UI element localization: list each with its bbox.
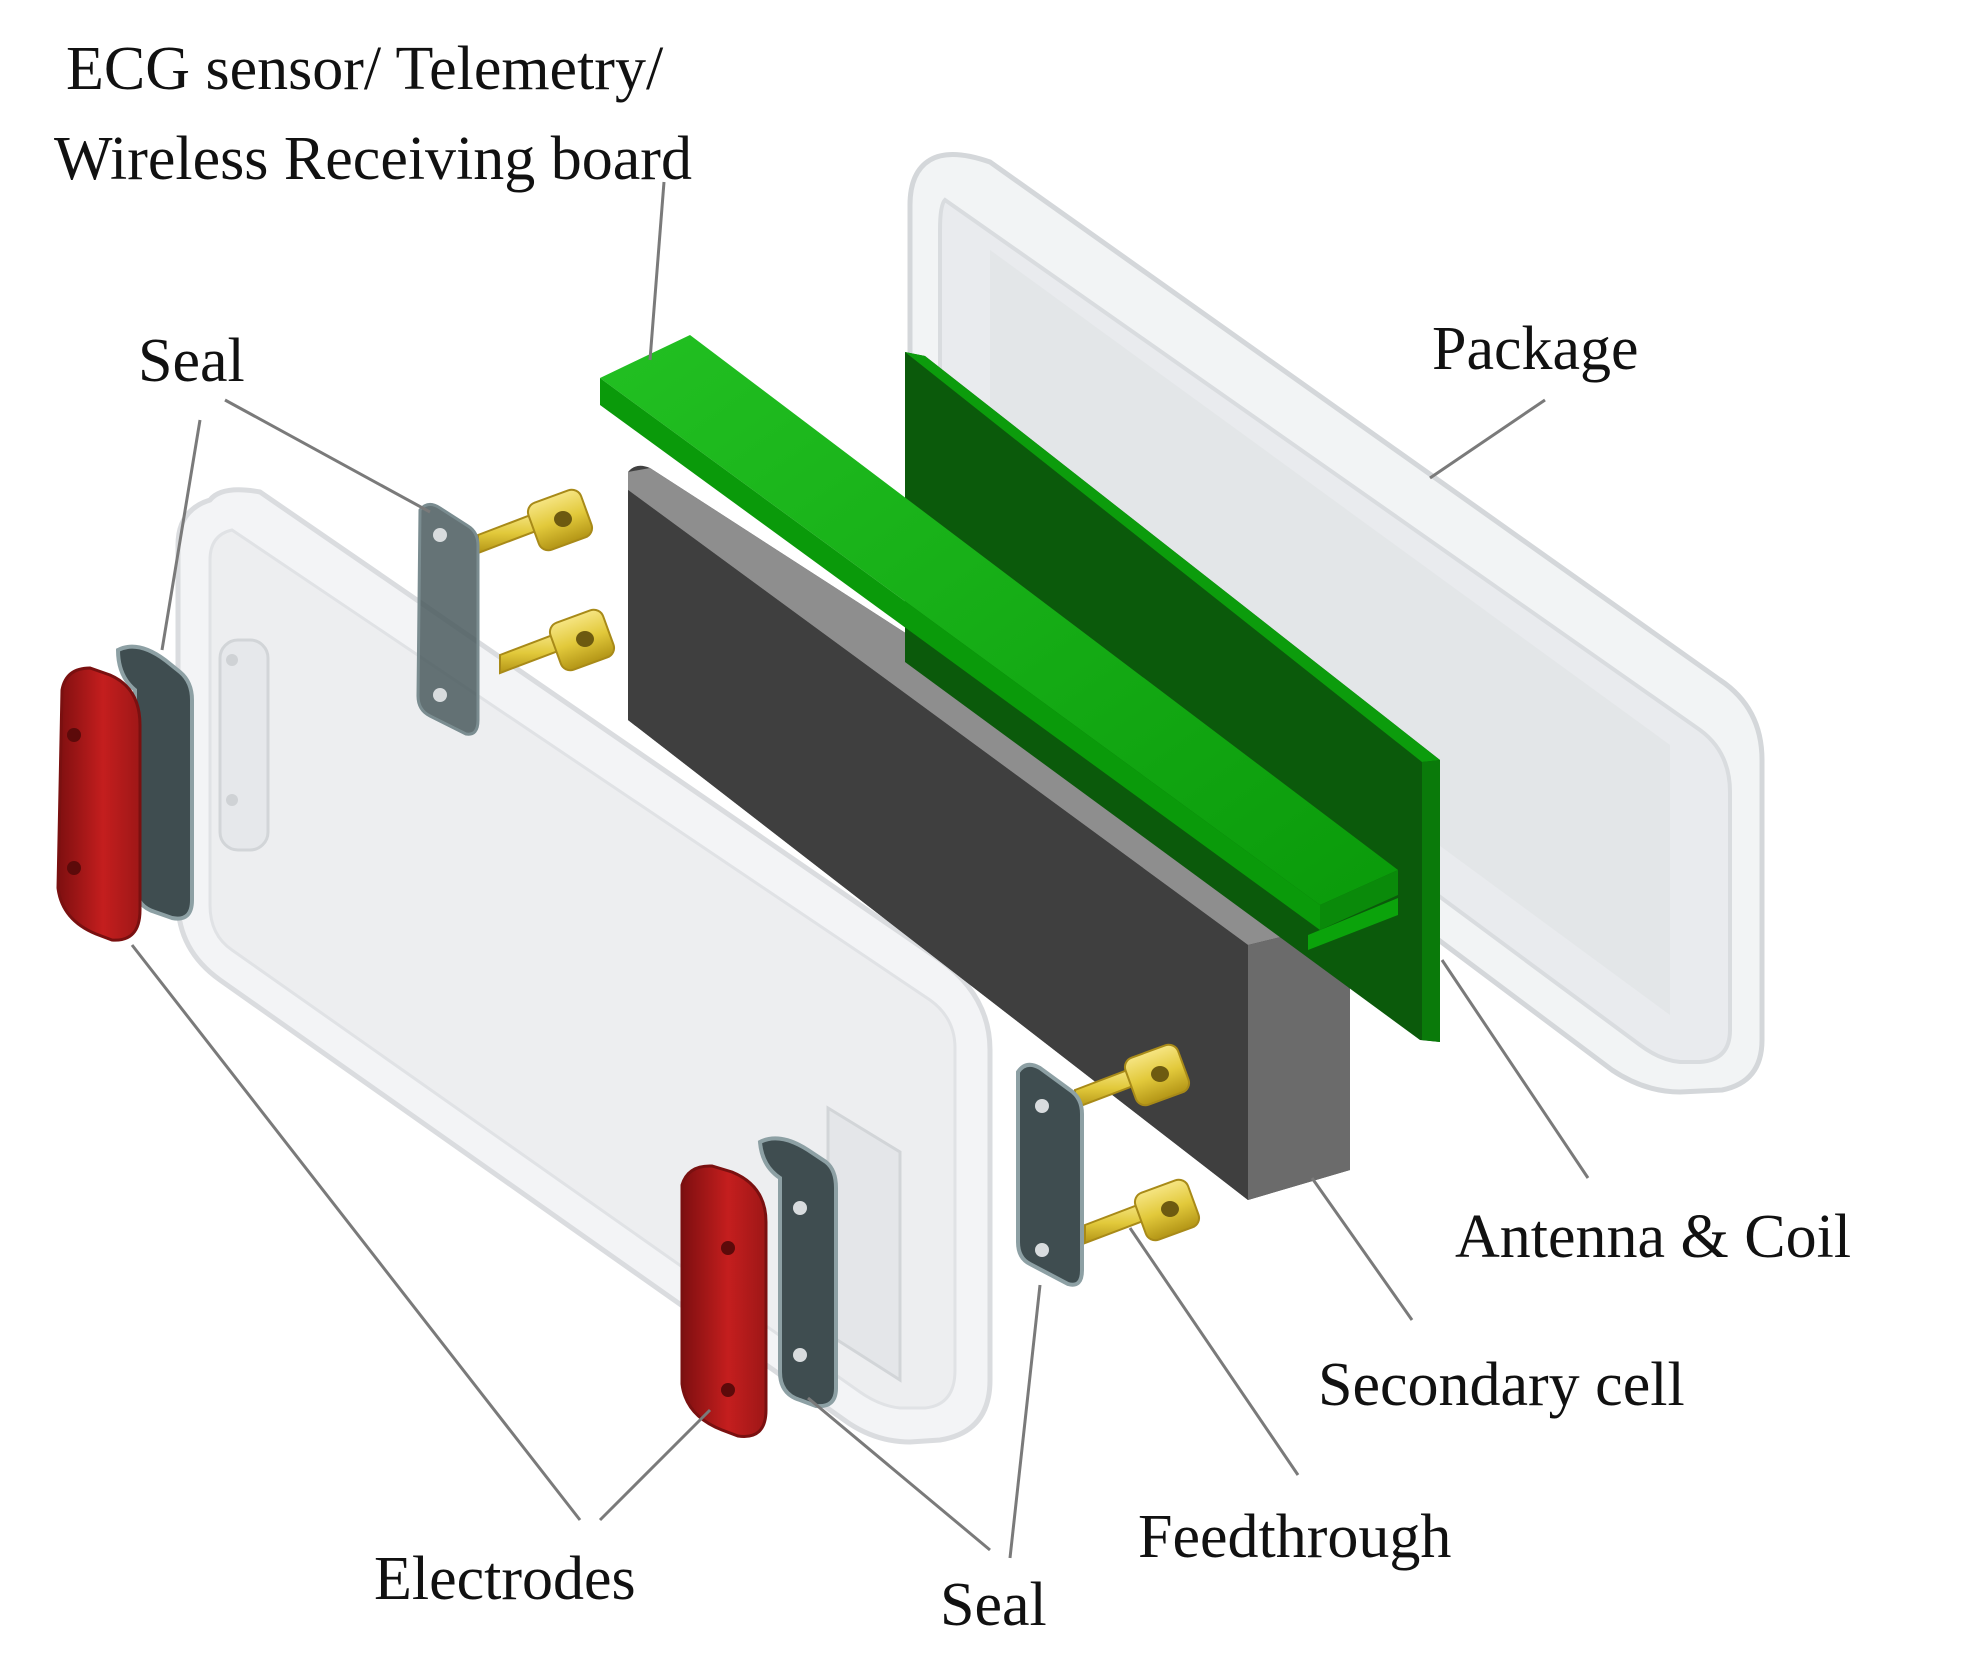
label-feedthrough: Feedthrough bbox=[1138, 1503, 1452, 1571]
leader-seal-top-a bbox=[160, 419, 202, 651]
label-electrodes: Electrodes bbox=[374, 1545, 636, 1613]
electrode-lower-right bbox=[680, 1164, 768, 1438]
label-secondary-cell: Secondary cell bbox=[1318, 1351, 1685, 1419]
seal-plate-upper bbox=[416, 503, 480, 736]
label-board-line2: Wireless Receiving board bbox=[54, 125, 692, 193]
feedthrough-pins-upper bbox=[477, 485, 618, 675]
label-package: Package bbox=[1432, 315, 1639, 383]
leader-electrodes-b bbox=[598, 1408, 712, 1522]
leader-electrodes-a bbox=[130, 944, 582, 1521]
label-seal-top: Seal bbox=[138, 327, 245, 395]
label-board-line1: ECG sensor/ Telemetry/ bbox=[66, 35, 664, 103]
electrode-left bbox=[56, 666, 142, 942]
leader-feedthrough bbox=[1128, 1227, 1300, 1476]
leader-lines bbox=[130, 181, 1590, 1559]
leader-package bbox=[1429, 398, 1546, 480]
label-antenna-coil: Antenna & Coil bbox=[1455, 1203, 1852, 1271]
package-shell bbox=[907, 152, 1765, 1095]
leader-seal-bottom-b bbox=[807, 1396, 991, 1552]
label-seal-bottom: Seal bbox=[940, 1571, 1047, 1639]
ecg-telemetry-board bbox=[600, 335, 1398, 950]
seal-plate-lower-center bbox=[1016, 1062, 1084, 1287]
leader-seal-top-b bbox=[224, 398, 431, 514]
leader-board bbox=[648, 181, 666, 361]
leader-antenna bbox=[1440, 959, 1590, 1179]
seal-plate-lower-right bbox=[757, 1136, 838, 1409]
leader-seal-bottom-a bbox=[1008, 1284, 1042, 1559]
leader-secondary-cell bbox=[1310, 1177, 1414, 1321]
